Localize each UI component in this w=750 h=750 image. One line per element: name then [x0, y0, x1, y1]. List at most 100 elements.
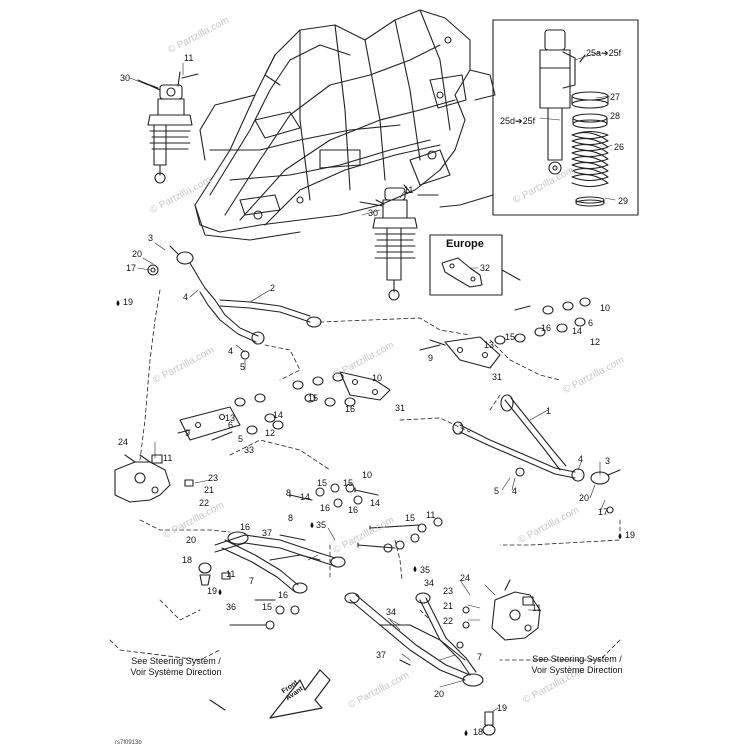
callout-number: 12 — [265, 428, 276, 438]
lower-arm-right — [344, 592, 496, 736]
callout-number: 11 — [184, 53, 194, 63]
callout-number: 24 — [460, 573, 471, 583]
callout-number: 4 — [512, 486, 518, 496]
callout-number: 15 — [405, 513, 416, 523]
callout-number: 8 — [286, 488, 292, 498]
callout-number: 2 — [270, 283, 276, 293]
center-shock-drawing — [359, 184, 439, 301]
callout-number: 13 — [484, 340, 495, 350]
upper-arm-right — [452, 394, 621, 485]
bushing-sets — [177, 297, 591, 441]
callout-number: 34 — [424, 578, 435, 588]
steering-note-left: See Steering System /Voir Système Direct… — [130, 656, 222, 677]
callout-number: 16 — [320, 503, 331, 513]
europe-title: Europe — [446, 238, 484, 250]
callout-number: 8 — [288, 513, 294, 523]
callout-number: 33 — [244, 445, 255, 455]
callout-number: 21 — [204, 485, 215, 495]
knuckle-left — [114, 454, 194, 503]
callout-number: 15 — [317, 478, 328, 488]
callout-number: 18 — [473, 727, 484, 737]
steering-note-right: See Steering System /Voir Système Direct… — [531, 654, 623, 675]
callout-number: 29 — [618, 196, 629, 206]
callout-number: 11 — [532, 603, 542, 613]
callout-number: 26 — [614, 142, 625, 152]
callout-number: 37 — [376, 650, 387, 660]
callout-number: 20 — [132, 249, 143, 259]
callout-number: 23 — [208, 473, 219, 483]
callout-number: 3 — [605, 456, 611, 466]
callout-number: 7 — [477, 652, 483, 662]
callout-number: 24 — [118, 437, 129, 447]
callout-number: 16 — [278, 590, 289, 600]
callout-number: 32 — [480, 263, 491, 273]
callout-number: 19 — [625, 530, 636, 540]
europe-pointer — [501, 269, 521, 281]
callout-number: 14 — [572, 326, 583, 336]
callout-number: 5 — [494, 486, 500, 496]
callout-number: 15 — [262, 602, 273, 612]
frame-drawing — [194, 9, 496, 241]
callout-number: 16 — [345, 404, 356, 414]
callout-number: 7 — [249, 576, 255, 586]
callout-number: 22 — [443, 616, 454, 626]
callout-25a-25f: 25a➔25f — [586, 48, 622, 58]
callout-number: 16 — [240, 522, 251, 532]
callout-number: 6 — [228, 420, 234, 430]
callout-number: 11 — [426, 510, 436, 520]
callout-number: 27 — [610, 92, 621, 102]
callout-number: 17 — [126, 263, 137, 273]
callout-number: 28 — [610, 111, 621, 121]
callout-number: 10 — [600, 303, 611, 313]
drop-symbols — [116, 300, 622, 736]
shock-detail-inset — [439, 19, 639, 216]
callout-number: 4 — [183, 292, 189, 302]
leader-lines — [129, 51, 616, 713]
callout-number: 6 — [588, 318, 594, 328]
callout-number: 20 — [434, 689, 445, 699]
callout-number: 31 — [492, 372, 503, 382]
upper-arm-left — [169, 245, 322, 345]
front-arrow — [269, 669, 331, 719]
left-shock-drawing — [137, 71, 199, 184]
callout-25d-25f: 25d➔25f — [500, 116, 536, 126]
callout-number: 30 — [368, 208, 379, 218]
callout-number: 9 — [428, 353, 434, 363]
callout-number: 19 — [207, 586, 218, 596]
callout-number: 23 — [443, 586, 454, 596]
lower-arm-left — [198, 531, 346, 594]
callout-number: 19 — [123, 297, 134, 307]
callout-number: 4 — [578, 454, 584, 464]
callout-number: 17 — [598, 507, 609, 517]
callout-number: 15 — [343, 478, 354, 488]
callout-number: 31 — [395, 403, 406, 413]
figure-code: rs7f0913b — [115, 740, 142, 746]
callout-number: 5 — [238, 434, 244, 444]
callout-number: 11 — [226, 569, 236, 579]
callout-number: 10 — [362, 470, 373, 480]
callout-number: 9 — [185, 428, 191, 438]
callout-number: 16 — [541, 323, 552, 333]
callout-number: 18 — [182, 555, 193, 565]
callout-number: 30 — [120, 73, 131, 83]
callout-number: 11 — [404, 185, 414, 195]
callout-number: 36 — [226, 602, 237, 612]
callout-number: 4 — [228, 346, 234, 356]
callout-number: 37 — [262, 528, 273, 538]
callout-number: 10 — [372, 373, 383, 383]
callout-number: 21 — [443, 601, 454, 611]
knuckle-right — [491, 579, 541, 641]
bolts — [141, 81, 614, 711]
callout-number: 11 — [163, 453, 173, 463]
callout-number: 15 — [505, 332, 516, 342]
callout-number: 5 — [240, 362, 246, 372]
callout-number: 12 — [590, 337, 601, 347]
callout-number: 14 — [300, 492, 311, 502]
callout-number: 34 — [386, 607, 397, 617]
callout-number: 20 — [186, 535, 197, 545]
callout-number: 13 — [225, 413, 236, 423]
callout-number: 35 — [316, 520, 327, 530]
callout-number: 22 — [199, 498, 210, 508]
